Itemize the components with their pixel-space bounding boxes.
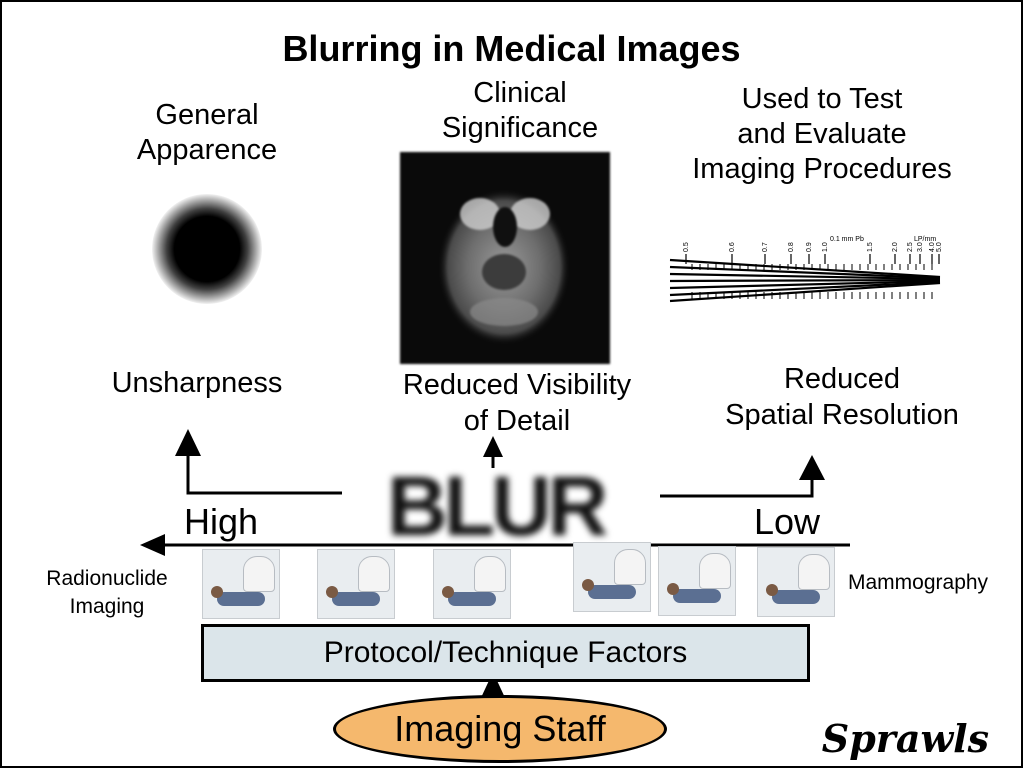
test-pattern-tick-label: 0.8 <box>788 242 795 252</box>
test-pattern-tick-label: 4.0 <box>929 242 936 252</box>
mammography-label: Mammography <box>848 571 989 594</box>
label-reduced-spatial-resolution: Reduced Spatial Resolution <box>692 361 992 433</box>
label-reduced-visibility: Reduced Visibility of Detail <box>377 367 657 439</box>
modality-thumbnail-1 <box>202 549 280 619</box>
axis-high-label: High <box>184 501 259 542</box>
brain-scan-graphic <box>438 189 570 345</box>
modality-thumbnail-4 <box>573 542 651 612</box>
modality-thumbnail-3 <box>433 549 511 619</box>
arrow-to-unsharpness <box>186 442 342 495</box>
axis-low-label: Low <box>754 501 821 542</box>
label-unsharpness: Unsharpness <box>77 365 317 401</box>
column-heading-clinical-significance: Clinical Significance <box>402 76 638 146</box>
heading-line: Used to Test <box>741 83 903 115</box>
protocol-technique-box: Protocol/Technique Factors <box>201 624 810 682</box>
test-pattern-header-right: LP/mm <box>914 236 936 243</box>
test-pattern-tick-label: 5.0 <box>936 242 943 252</box>
column-heading-test-evaluate: Used to Test and Evaluate Imaging Proced… <box>662 82 982 187</box>
modality-thumbnail-2 <box>317 549 395 619</box>
side-label-line: Radionuclide <box>46 567 168 590</box>
side-label-line: Imaging <box>69 595 145 618</box>
label-line: Reduced <box>783 363 901 395</box>
heading-line: Apparence <box>136 134 278 166</box>
slide-title: Blurring in Medical Images <box>282 28 741 69</box>
author-signature: Sprawls <box>821 716 989 761</box>
test-pattern-header-left: 0.1 mm Pb <box>830 236 864 243</box>
heading-line: General <box>155 99 259 131</box>
test-pattern-tick-label: 1.0 <box>822 242 829 252</box>
heading-line: and Evaluate <box>737 118 907 150</box>
blur-word: BLUR <box>387 459 608 553</box>
test-pattern-tick-label: 2.0 <box>892 242 899 252</box>
label-line: Unsharpness <box>111 367 283 399</box>
arrowhead-unsharpness <box>175 429 201 456</box>
heading-line: Imaging Procedures <box>692 153 952 185</box>
test-pattern-tick-label: 0.5 <box>683 242 690 252</box>
radionuclide-imaging-label: Radionuclide Imaging <box>26 565 188 621</box>
modality-thumbnail-6 <box>757 547 835 617</box>
blurred-dot-image <box>152 194 262 304</box>
heading-line: Significance <box>441 112 599 144</box>
modality-thumbnail-5 <box>658 546 736 616</box>
label-line: Spatial Resolution <box>725 399 959 431</box>
arrowhead-resolution <box>799 455 825 480</box>
heading-line: Clinical <box>473 77 567 109</box>
test-pattern-tick-label: 2.5 <box>907 242 914 252</box>
blur-axis-arrowhead <box>140 534 165 556</box>
imaging-staff-oval: Imaging Staff <box>333 695 667 763</box>
test-pattern-tick-label: 0.9 <box>806 242 813 252</box>
arrowhead-visibility <box>483 436 503 457</box>
test-pattern-tick-label: 1.5 <box>867 242 874 252</box>
arrow-to-resolution <box>660 470 814 498</box>
test-pattern-tick-label: 0.6 <box>729 242 736 252</box>
test-pattern-tick-label: 0.7 <box>762 242 769 252</box>
brain-scan-image <box>400 152 610 364</box>
column-heading-general-appearance: General Apparence <box>97 98 317 168</box>
label-line: of Detail <box>463 405 571 437</box>
label-line: Reduced Visibility <box>402 369 632 401</box>
test-pattern-tick-label: 3.0 <box>917 242 924 252</box>
